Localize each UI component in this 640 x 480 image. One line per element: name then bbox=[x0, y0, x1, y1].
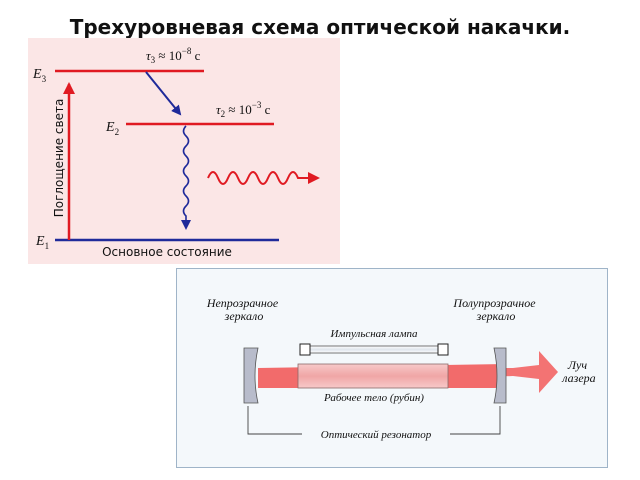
tau2-label: τ2 ≈ 10−3 с bbox=[216, 100, 271, 119]
resonator-bracket bbox=[247, 406, 501, 435]
transition-e3-e2-arrow bbox=[145, 71, 182, 116]
flash-lamp-right-electrode bbox=[437, 343, 449, 356]
opaque-mirror-label: Непрозрачное зеркало bbox=[206, 296, 281, 323]
tau3-label: τ3 ≈ 10−8 с bbox=[146, 46, 201, 65]
energy-level-diagram: E3 E2 E1 τ3 ≈ 10−8 с τ2 ≈ 10−3 с Поглоще… bbox=[28, 38, 340, 264]
level-e2-label: E2 bbox=[105, 120, 119, 137]
output-beam-label: Луч лазера bbox=[561, 358, 595, 385]
semi-mirror-label: Полупрозрачное зеркало bbox=[452, 296, 538, 323]
level-e3-label: E3 bbox=[32, 67, 47, 84]
photon-wave bbox=[207, 171, 320, 185]
working-body-rod bbox=[297, 363, 449, 389]
flash-lamp-label: Импульсная лампа bbox=[329, 328, 418, 340]
laser-diagram: Непрозрачное зеркало Полупрозрачное зерк… bbox=[176, 268, 608, 468]
ground-state-label: Основное состояние bbox=[102, 245, 232, 259]
absorption-label: Поглощение света bbox=[52, 99, 66, 218]
opaque-mirror bbox=[243, 347, 259, 404]
slide-title: Трехуровневая схема оптической накачки. bbox=[69, 15, 571, 39]
working-body-label: Рабочее тело (рубин) bbox=[323, 392, 424, 404]
level-e1-label: E1 bbox=[35, 234, 49, 251]
flash-lamp bbox=[309, 345, 439, 354]
emission-wavy-arrow bbox=[181, 125, 191, 230]
resonator-label: Оптический резонатор bbox=[321, 429, 432, 441]
semi-transparent-mirror bbox=[493, 347, 507, 404]
flash-lamp-left-electrode bbox=[299, 343, 311, 356]
